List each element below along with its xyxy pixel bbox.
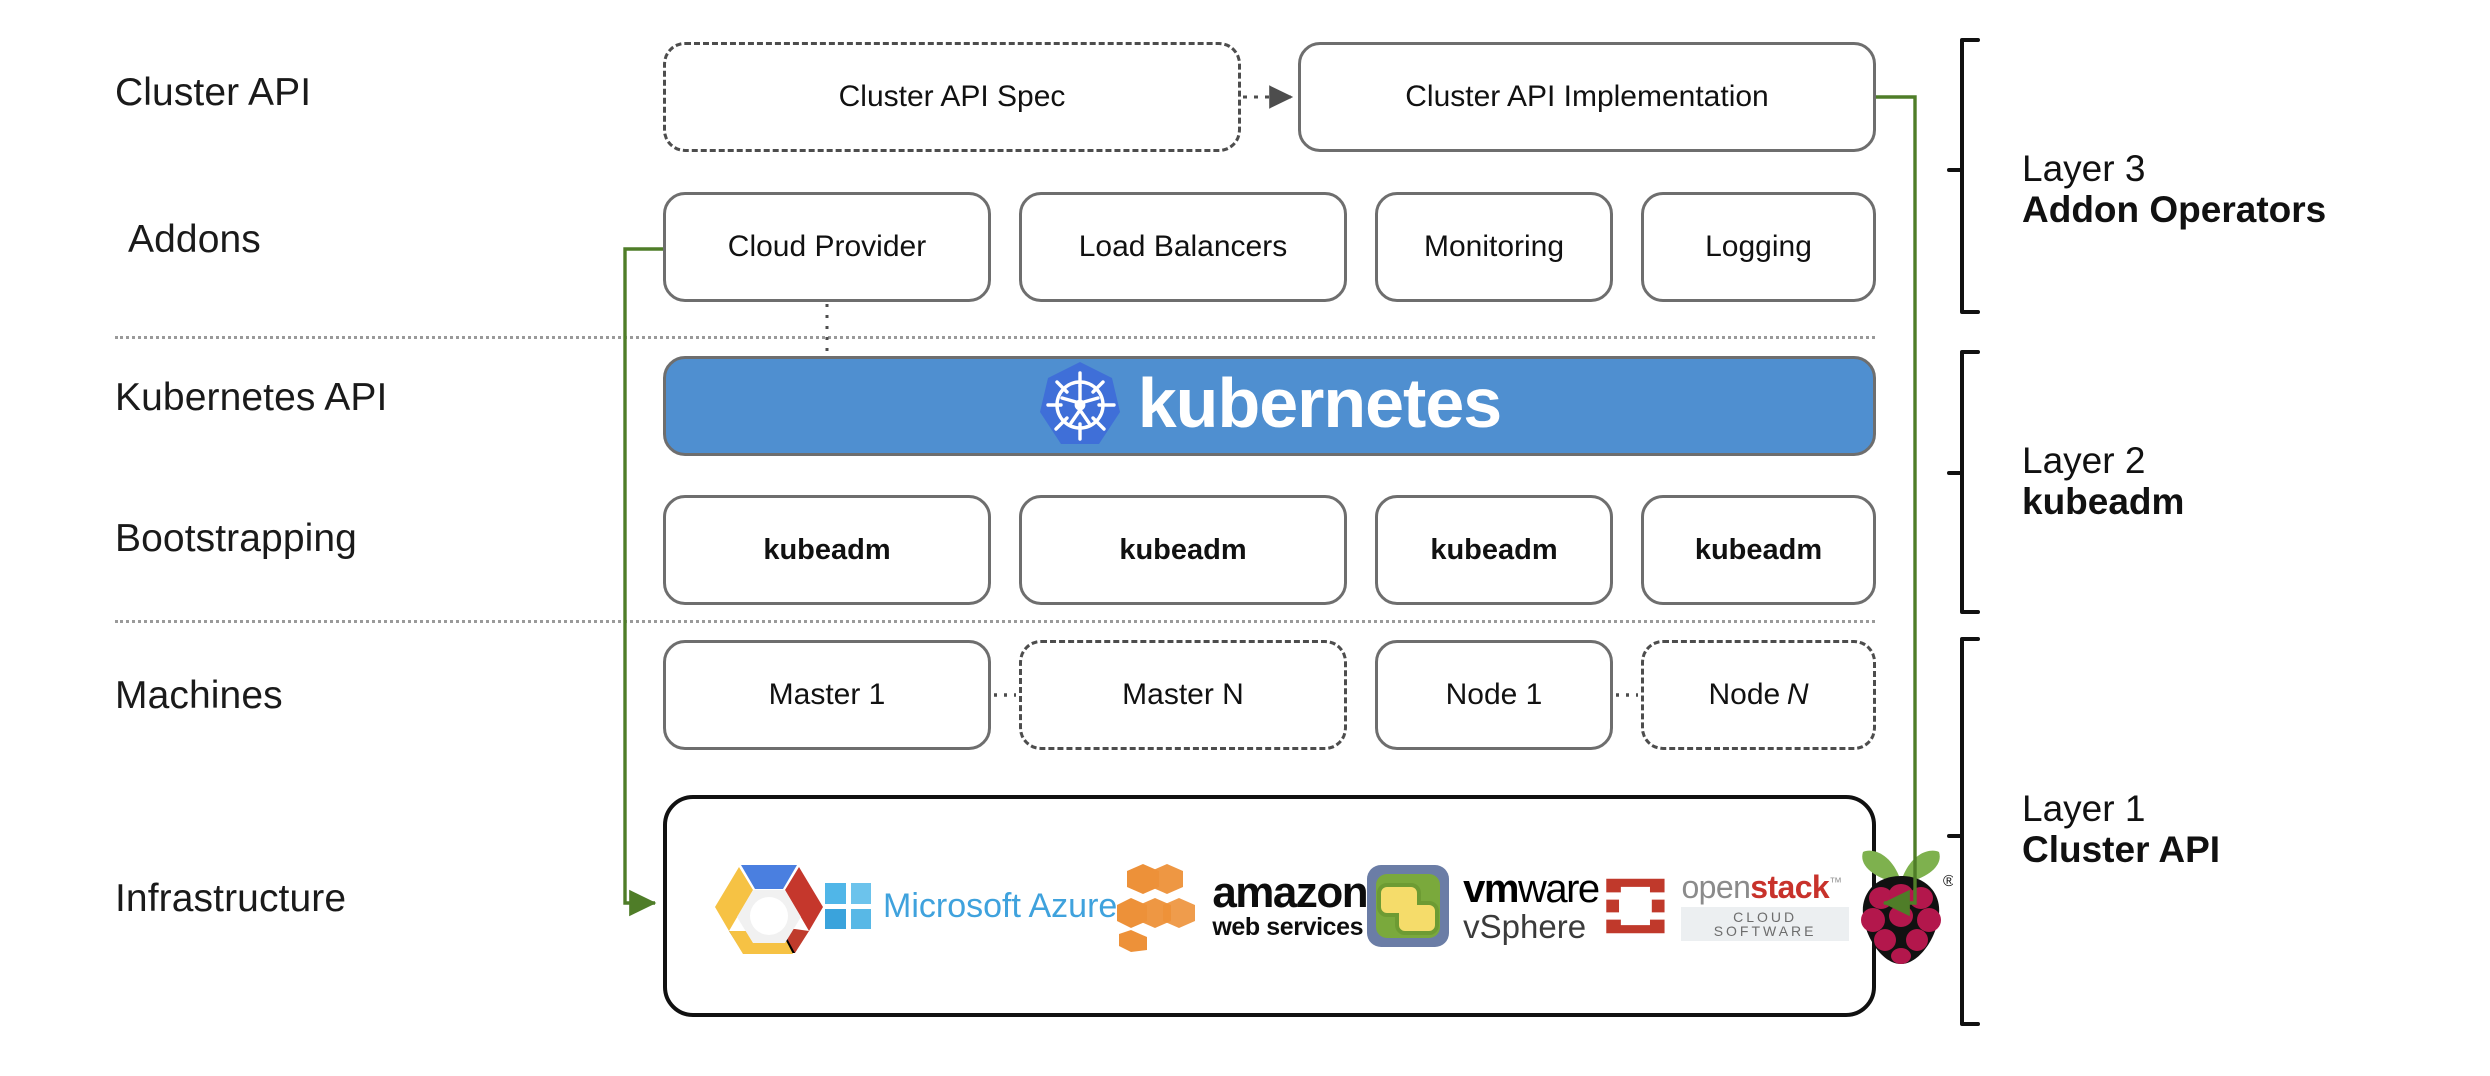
- layer-caption-3: Layer 3 Addon Operators: [2022, 148, 2326, 231]
- node-load-balancers[interactable]: Load Balancers: [1019, 192, 1347, 302]
- node-master-n[interactable]: Master N: [1019, 640, 1347, 750]
- bracket-hidden: [1926, 42, 1960, 580]
- vmware-wordmark-line1: vmware: [1463, 867, 1600, 911]
- node-master-1[interactable]: Master 1: [663, 640, 991, 750]
- bracket-layer-3: [1947, 38, 1980, 314]
- kubernetes-helm-icon: [1038, 360, 1122, 452]
- row-label-infrastructure: Infrastructure: [115, 877, 347, 920]
- node-logging[interactable]: Logging: [1641, 192, 1876, 302]
- node-kubeadm-1[interactable]: kubeadm: [663, 495, 991, 605]
- azure-wordmark: Microsoft Azure: [883, 886, 1118, 925]
- row-label-kubernetes-api: Kubernetes API: [115, 376, 388, 419]
- vmware-wordmark: vmware vSphere: [1463, 867, 1600, 945]
- openstack-word-open: open: [1681, 869, 1751, 905]
- azure-window-icon: [825, 883, 871, 929]
- vmware-vsphere-logo: vmware vSphere: [1367, 865, 1600, 947]
- node-node-1[interactable]: Node 1: [1375, 640, 1613, 750]
- svg-text:®: ®: [1943, 873, 1953, 890]
- aws-wordmark-line2: web services: [1212, 912, 1364, 941]
- wire-green-right: [1876, 95, 1917, 917]
- row-label-cluster-api: Cluster API: [115, 71, 312, 114]
- layer-1-subtitle: Cluster API: [2022, 829, 2221, 871]
- node-kubeadm-3[interactable]: kubeadm: [1375, 495, 1613, 605]
- layer-3-subtitle: Addon Operators: [2022, 189, 2327, 231]
- amazon-web-services-logo: amazon web services: [1117, 860, 1369, 952]
- node-cluster-api-spec[interactable]: Cluster API Spec: [663, 42, 1241, 152]
- layer-caption-1: Layer 1 Cluster API: [2022, 788, 2220, 871]
- openstack-wordmark-line1: openstack™: [1681, 871, 1848, 903]
- row-label-machines: Machines: [115, 674, 283, 717]
- openstack-trademark: ™: [1829, 874, 1842, 890]
- row-label-bootstrapping: Bootstrapping: [115, 517, 357, 560]
- kubernetes-wordmark: kubernetes: [1137, 364, 1502, 442]
- layer-2-subtitle: kubeadm: [2022, 481, 2185, 523]
- microsoft-azure-logo: Microsoft Azure: [825, 883, 1117, 929]
- openstack-word-stack: stack: [1750, 869, 1830, 905]
- openstack-tagline: CLOUD SOFTWARE: [1681, 907, 1849, 941]
- node-monitoring[interactable]: Monitoring: [1375, 192, 1613, 302]
- row-label-addons: Addons: [128, 218, 261, 261]
- layer-2-title: Layer 2: [2022, 440, 2146, 481]
- kubernetes-banner[interactable]: kubernetes: [663, 356, 1876, 456]
- bracket-layer-2: [1947, 350, 1980, 614]
- google-cloud-platform-icon: [713, 853, 825, 959]
- layer-1-title: Layer 1: [2022, 788, 2146, 829]
- wire-green-left: [623, 247, 663, 917]
- bracket-layer-1: [1947, 637, 1980, 1026]
- node-node-n-suffix: N: [1786, 678, 1809, 711]
- vsphere-squares-icon: [1367, 865, 1450, 947]
- node-cluster-api-implementation[interactable]: Cluster API Implementation: [1298, 42, 1876, 152]
- aws-wordmark-line1: amazon: [1212, 868, 1368, 918]
- node-node-n-label: Node: [1708, 678, 1781, 711]
- node-kubeadm-4[interactable]: kubeadm: [1641, 495, 1876, 605]
- band-separator-lower: [115, 620, 1875, 623]
- vmware-wordmark-line2: vSphere: [1463, 908, 1587, 945]
- infrastructure-box[interactable]: Microsoft Azure amazon web services: [663, 795, 1953, 1017]
- raspberry-pi-logo: ®: [1849, 842, 1953, 970]
- band-separator-upper: [115, 336, 1875, 339]
- aws-wordmark: amazon web services: [1212, 868, 1368, 941]
- node-kubeadm-2[interactable]: kubeadm: [1019, 495, 1347, 605]
- aws-cubes-icon: [1117, 864, 1196, 952]
- openstack-logo: openstack™ CLOUD SOFTWARE: [1599, 868, 1849, 944]
- layer-3-title: Layer 3: [2022, 148, 2146, 189]
- openstack-wordmark: openstack™ CLOUD SOFTWARE: [1681, 871, 1849, 941]
- layer-caption-2: Layer 2 kubeadm: [2022, 440, 2184, 523]
- node-cloud-provider[interactable]: Cloud Provider: [663, 192, 991, 302]
- openstack-brackets-icon: [1605, 878, 1665, 934]
